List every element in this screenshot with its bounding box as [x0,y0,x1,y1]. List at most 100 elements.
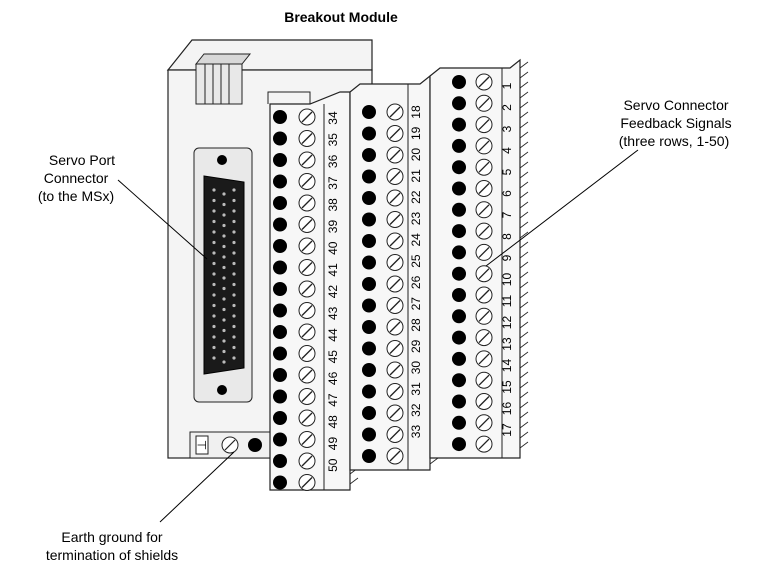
terminal-label-40: 40 [326,241,340,255]
terminal-label-21: 21 [409,169,423,183]
wire-hole-icon [362,105,376,119]
terminal-label-42: 42 [326,285,340,299]
terminal-label-49: 49 [326,437,340,451]
callout-feedback: Servo Connector Feedback Signals (three … [486,97,732,266]
pin [212,251,215,254]
terminal-label-34: 34 [326,111,340,125]
pin [222,255,225,258]
wire-hole-icon [273,110,287,124]
pin [232,262,235,265]
pin [212,335,215,338]
wire-hole-icon [273,411,287,425]
pin [212,293,215,296]
pin [212,272,215,275]
terminal-label-20: 20 [409,148,423,162]
wire-hole-icon [362,342,376,356]
wire-hole-icon [452,267,466,281]
pin [222,308,225,311]
pin [212,188,215,191]
pin [232,283,235,286]
wire-hole-icon [362,170,376,184]
callout-servo-port-line2: Connector [44,170,109,186]
terminal-label-5: 5 [500,168,514,175]
terminal-label-3: 3 [500,125,514,132]
pin [232,346,235,349]
terminal-label-36: 36 [326,154,340,168]
wire-hole-icon [362,256,376,270]
terminal-label-44: 44 [326,328,340,342]
pin [212,346,215,349]
pin [222,297,225,300]
terminal-label-28: 28 [409,318,423,332]
wire-hole-icon [273,239,287,253]
pin [222,276,225,279]
wire-hole-icon [362,406,376,420]
pin [212,241,215,244]
pin [232,314,235,317]
terminal-label-24: 24 [409,233,423,247]
wire-hole-icon [452,224,466,238]
pin [232,293,235,296]
wire-hole-icon [273,282,287,296]
pin [232,251,235,254]
terminal-label-41: 41 [326,263,340,277]
wire-hole-icon [273,433,287,447]
wire-hole-icon [362,148,376,162]
wire-hole-icon [273,175,287,189]
wire-hole-icon [273,476,287,490]
terminal-label-37: 37 [326,176,340,190]
terminal-label-9: 9 [500,254,514,261]
terminal-label-35: 35 [326,133,340,147]
pin [222,213,225,216]
terminal-label-38: 38 [326,198,340,212]
callout-feedback-line3: (three rows, 1-50) [619,133,729,149]
latch [196,54,250,104]
pin [222,287,225,290]
pin [222,339,225,342]
terminal-label-19: 19 [409,126,423,140]
pin [232,199,235,202]
pin [232,230,235,233]
wire-hole-icon [452,352,466,366]
terminal-label-29: 29 [409,339,423,353]
wire-hole-icon [362,449,376,463]
terminal-label-31: 31 [409,382,423,396]
wire-hole-icon [452,75,466,89]
wire-hole-icon [452,139,466,153]
pin [212,314,215,317]
pin [212,304,215,307]
wire-hole-icon [452,288,466,302]
wire-hole-icon [362,277,376,291]
wire-hole-icon [362,320,376,334]
callout-earth-ground-line2: termination of shields [46,547,178,563]
terminal-label-46: 46 [326,371,340,385]
wire-hole-icon [273,132,287,146]
pin [232,220,235,223]
wire-hole-icon [273,390,287,404]
terminal-label-16: 16 [500,402,514,416]
terminal-label-2: 2 [500,104,514,111]
callout-feedback-line1: Servo Connector [623,97,728,113]
wire-hole-icon [273,196,287,210]
servo-port-connector [194,148,252,402]
wire-hole-icon [273,304,287,318]
terminal-label-18: 18 [409,105,423,119]
pin [222,224,225,227]
pin [212,325,215,328]
terminal-label-12: 12 [500,316,514,330]
pin [222,266,225,269]
pin [232,241,235,244]
pin [212,199,215,202]
terminal-label-8: 8 [500,233,514,240]
pin [212,356,215,359]
wire-hole-icon [273,368,287,382]
terminal-label-47: 47 [326,393,340,407]
terminal-label-48: 48 [326,415,340,429]
wire-hole-icon [362,299,376,313]
wire-hole-icon [452,373,466,387]
terminal-label-7: 7 [500,211,514,218]
callout-earth-ground-line1: Earth ground for [61,529,163,545]
wire-hole-icon [452,245,466,259]
